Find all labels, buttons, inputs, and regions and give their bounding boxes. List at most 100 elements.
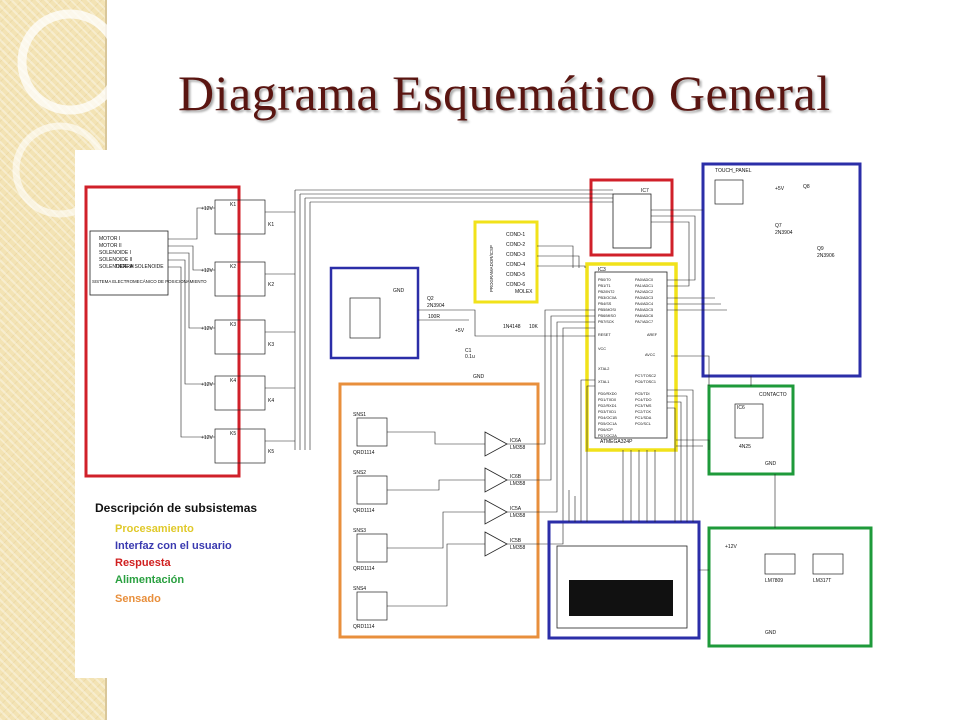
svg-text:+12V: +12V (201, 382, 213, 388)
svg-text:LM317T: LM317T (813, 578, 831, 584)
relay-k3: K3 K3 +12V (201, 319, 274, 355)
programmer-connector: PROGRAMADOR/ICSP COND-1 COND-2 COND-3 CO… (489, 232, 533, 295)
svg-text:10K: 10K (529, 324, 539, 330)
svg-text:0.1u: 0.1u (465, 354, 475, 360)
svg-text:IC6A: IC6A (510, 438, 522, 444)
svg-text:+12V: +12V (201, 206, 213, 212)
svg-text:SOLENOIDE II: SOLENOIDE II (99, 257, 132, 263)
svg-text:PB3/OC0A: PB3/OC0A (598, 296, 617, 300)
svg-text:PA5/ADC5: PA5/ADC5 (635, 308, 653, 312)
svg-text:C1: C1 (465, 348, 472, 354)
svg-text:2N3904: 2N3904 (775, 230, 793, 236)
svg-text:PA6/ADC6: PA6/ADC6 (635, 314, 653, 318)
svg-text:SOLENOIDE III: SOLENOIDE III (99, 264, 134, 270)
svg-text:K2: K2 (230, 264, 236, 270)
svg-text:PA7/ADC7: PA7/ADC7 (635, 320, 653, 324)
legend-item-sensing: Sensado (115, 593, 161, 605)
svg-text:AVCC: AVCC (645, 353, 656, 357)
svg-text:2N3906: 2N3906 (817, 253, 835, 259)
svg-text:IC7: IC7 (641, 188, 649, 194)
svg-text:LM358: LM358 (510, 481, 526, 487)
svg-text:PA0/ADC0: PA0/ADC0 (635, 278, 653, 282)
sensing-block-frame (338, 382, 540, 639)
svg-text:+12V: +12V (201, 326, 213, 332)
svg-text:+12V: +12V (201, 268, 213, 274)
svg-text:PB0/T0: PB0/T0 (598, 278, 611, 282)
svg-text:IC3: IC3 (598, 267, 606, 273)
relay-k1: K1 K1 +12V (201, 199, 274, 235)
svg-text:PD6/ICP: PD6/ICP (598, 428, 613, 432)
relay-k5: K5 K5 +12V (201, 428, 274, 464)
svg-text:QRD1114: QRD1114 (353, 566, 375, 572)
svg-text:IC5B: IC5B (510, 538, 522, 544)
svg-text:COND-1: COND-1 (506, 232, 525, 238)
svg-text:Q9: Q9 (817, 246, 824, 252)
svg-text:PC1/SDA: PC1/SDA (635, 416, 652, 420)
relay-wiring (168, 190, 311, 450)
svg-text:ATMEGA324P: ATMEGA324P (600, 439, 633, 445)
svg-text:PC0/SCL: PC0/SCL (635, 422, 651, 426)
svg-text:SNS4: SNS4 (353, 586, 366, 592)
svg-text:Q7: Q7 (775, 223, 782, 229)
svg-text:MOTOR II: MOTOR II (99, 243, 122, 249)
svg-text:+5V: +5V (455, 328, 465, 334)
svg-text:PB2/INT2: PB2/INT2 (598, 290, 614, 294)
svg-text:PD7/OC2A: PD7/OC2A (598, 434, 617, 438)
svg-text:PC6/TOSC1: PC6/TOSC1 (635, 380, 656, 384)
svg-text:SNS1: SNS1 (353, 412, 366, 418)
sensing-wiring (387, 309, 595, 607)
svg-text:TIERRA SOLENOIDE: TIERRA SOLENOIDE (115, 264, 164, 270)
svg-text:+5V: +5V (775, 186, 785, 192)
svg-text:LM358: LM358 (510, 445, 526, 451)
svg-text:PA3/ADC3: PA3/ADC3 (635, 296, 653, 300)
lcd-display (556, 545, 688, 629)
svg-text:K1: K1 (230, 202, 236, 208)
svg-text:PB4/SS: PB4/SS (598, 302, 612, 306)
programmer-block-frame (473, 220, 539, 304)
svg-text:AREF: AREF (647, 333, 658, 337)
svg-text:PA1/ADC1: PA1/ADC1 (635, 284, 653, 288)
subsystem-legend: Descripción de subsistemas Procesamiento… (95, 501, 257, 605)
svg-text:CONTACTO: CONTACTO (759, 392, 787, 398)
svg-text:PA2/ADC2: PA2/ADC2 (635, 290, 653, 294)
svg-text:RESET: RESET (598, 333, 611, 337)
optocoupler-ic6: IC6 4N25 CONTACTO GND (734, 392, 787, 467)
legend-item-interface: Interfaz con el usuario (115, 540, 232, 552)
svg-text:GND: GND (765, 630, 777, 636)
svg-text:IC5A: IC5A (510, 506, 522, 512)
svg-text:TOUCH_PANEL: TOUCH_PANEL (715, 168, 752, 174)
svg-text:PD3/TXD1: PD3/TXD1 (598, 410, 616, 414)
svg-text:GND: GND (473, 374, 485, 380)
svg-text:PD2/RXD1: PD2/RXD1 (598, 404, 617, 408)
svg-text:K4: K4 (268, 398, 274, 404)
power-supply: LM7809 LM317T +12V GND (725, 544, 844, 636)
svg-text:SISTEMA ELECTROMECÁNICO DE POS: SISTEMA ELECTROMECÁNICO DE POSICIONAMIEN… (92, 279, 207, 284)
svg-text:PD4/OC1B: PD4/OC1B (598, 416, 617, 420)
svg-text:COND-5: COND-5 (506, 272, 525, 278)
svg-text:PC4/TDO: PC4/TDO (635, 398, 652, 402)
svg-text:SNS2: SNS2 (353, 470, 366, 476)
svg-text:XTAL1: XTAL1 (598, 380, 609, 384)
svg-text:GND: GND (393, 288, 405, 294)
svg-text:1N4148: 1N4148 (503, 324, 521, 330)
svg-text:K5: K5 (230, 431, 236, 437)
svg-text:PB5/MOSI: PB5/MOSI (598, 308, 616, 312)
q2-transistor: Q2 2N3904 100R GND (349, 288, 445, 339)
svg-text:COND-4: COND-4 (506, 262, 525, 268)
svg-text:XTAL2: XTAL2 (598, 367, 609, 371)
svg-text:100R: 100R (428, 314, 440, 320)
svg-text:PB6/MISO: PB6/MISO (598, 314, 616, 318)
touch-panel-block-frame (701, 162, 862, 378)
svg-text:GND: GND (765, 461, 777, 467)
svg-text:Q2: Q2 (427, 296, 434, 302)
svg-text:PB7/SCK: PB7/SCK (598, 320, 615, 324)
svg-text:PC5/TDI: PC5/TDI (635, 392, 650, 396)
svg-text:PD1/TXD0: PD1/TXD0 (598, 398, 616, 402)
svg-text:QRD1114: QRD1114 (353, 624, 375, 630)
svg-text:+12V: +12V (725, 544, 737, 550)
svg-text:IC6B: IC6B (510, 474, 522, 480)
ic7-chip: IC7 (612, 188, 652, 249)
svg-text:LM358: LM358 (510, 545, 526, 551)
legend-item-response: Respuesta (115, 557, 172, 569)
svg-text:PC2/TCK: PC2/TCK (635, 410, 652, 414)
